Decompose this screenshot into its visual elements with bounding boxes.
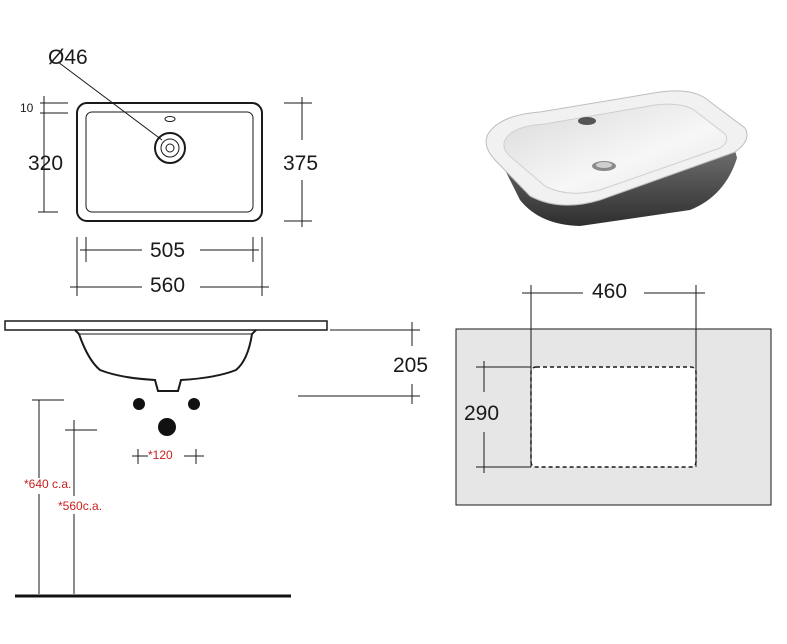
basin-outer-outline <box>76 102 263 222</box>
basin-side-profile <box>74 329 257 392</box>
basin-product-image <box>485 90 748 226</box>
top-view: Ø46 10 320 375 505 560 <box>20 46 318 297</box>
basin-inner-outline <box>85 111 254 213</box>
cutout-width-label: 460 <box>592 280 627 303</box>
outer-depth-label: 375 <box>283 152 318 175</box>
side-view: 205 *120 *640 c.a. *560c.a. <box>4 320 428 598</box>
height-560-label: *560c.a. <box>58 499 102 513</box>
overflow-slot <box>164 116 176 122</box>
cutout-view: 460 290 <box>455 280 772 506</box>
rim-dimension-label: 10 <box>20 101 34 115</box>
pipe-fitting-left <box>133 398 145 410</box>
pipe-fitting-right <box>188 398 200 410</box>
hole-diameter-label: Ø46 <box>48 46 88 69</box>
inner-depth-label: 320 <box>28 152 63 175</box>
cutout-outline <box>530 366 697 468</box>
height-640-label: *640 c.a. <box>24 477 71 491</box>
basin-height-label: 205 <box>393 354 428 377</box>
countertop-section <box>4 320 328 331</box>
drain-pipe-fitting <box>158 418 176 436</box>
inner-width-label: 505 <box>150 239 185 262</box>
cutout-depth-label: 290 <box>464 402 499 425</box>
drain-icon <box>154 132 186 164</box>
hole-leader-line <box>57 61 163 141</box>
outer-width-label: 560 <box>150 274 185 297</box>
pipe-spacing-label: *120 <box>148 448 173 462</box>
